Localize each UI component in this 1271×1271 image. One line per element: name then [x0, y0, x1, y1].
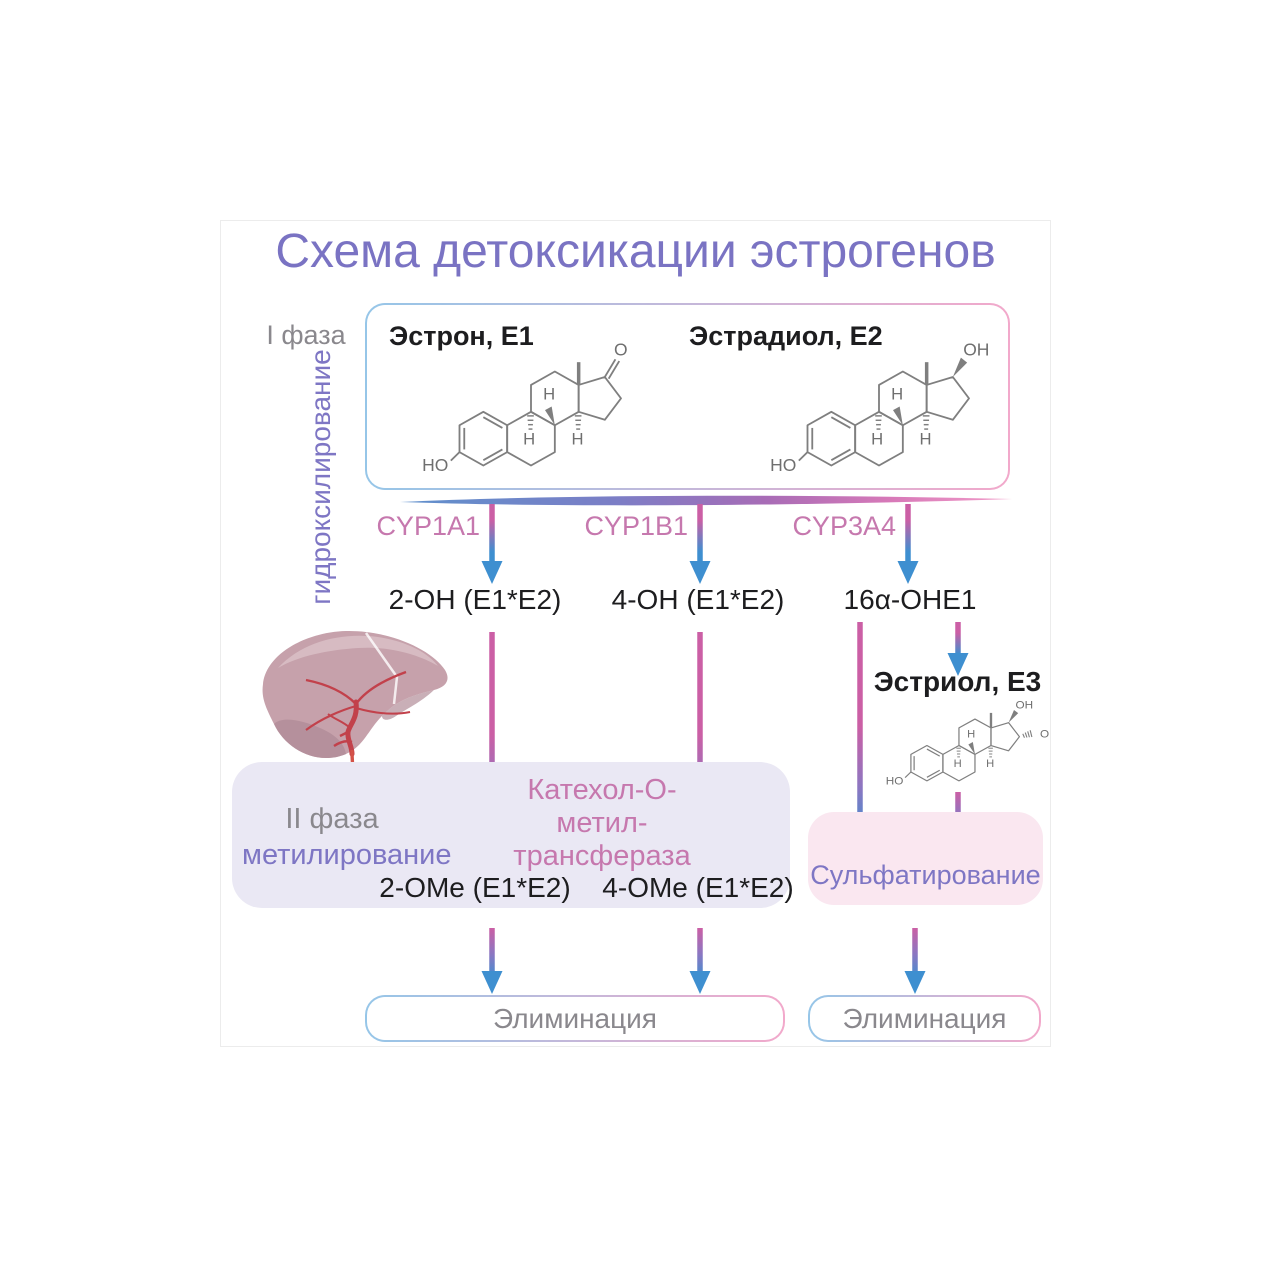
flow-arrow-head: [904, 971, 926, 994]
atom-label: H: [871, 431, 883, 449]
phase2-process-label: метилирование: [242, 839, 452, 871]
atom-label: OH: [1040, 729, 1049, 741]
flow-arrow-head: [689, 561, 711, 584]
comt-line2: метил-: [556, 807, 648, 839]
atom-label: H: [571, 431, 583, 449]
atom-label: HO: [886, 776, 904, 788]
comt-line3: трансфераза: [513, 840, 691, 872]
gradient-divider: [400, 495, 1012, 506]
enzyme-cyp1b1: CYP1B1: [584, 511, 688, 541]
phase2-label: II фаза: [285, 803, 379, 835]
metabolite-2oh: 2-OH (E1*E2): [388, 584, 562, 615]
atom-label: OH: [963, 341, 989, 360]
estrone-title: Эстрон, E1: [389, 321, 534, 351]
estradiol-structure: OH HO H H H: [770, 341, 989, 475]
metabolite-4oh: 4-OH (E1*E2): [611, 584, 785, 615]
estriol-title: Эстриол, E3: [873, 666, 1042, 697]
atom-label: H: [986, 758, 994, 770]
metabolite-16a-ohe1: 16α-OHE1: [843, 584, 977, 615]
estriol-structure: OH OH HO H H H: [886, 700, 1049, 788]
comt-line1: Катехол-О-: [527, 774, 677, 806]
page-title: Схема детоксикации эстрогенов: [275, 225, 996, 278]
atom-label: HO: [422, 455, 448, 475]
flow-arrow-head: [481, 561, 503, 584]
elimination-left-label: Элиминация: [367, 997, 783, 1040]
atom-label: OH: [1016, 700, 1034, 712]
flow-arrow-head: [689, 971, 711, 994]
comt-enzyme-label: Катехол-О- метил- трансфераза: [502, 774, 702, 873]
estradiol-title: Эстрадиол, E2: [689, 321, 883, 351]
estrone-structure: O HO H H H: [422, 341, 628, 475]
atom-label: H: [967, 729, 975, 741]
sulfation-box: Сульфатирование: [808, 812, 1043, 905]
atom-label: H: [891, 386, 903, 404]
phase1-label: I фаза: [266, 320, 346, 350]
flow-arrow-head: [947, 653, 969, 676]
enzyme-cyp3a4: CYP3A4: [792, 511, 896, 541]
elimination-box-right: Элиминация: [808, 995, 1041, 1042]
atom-label: O: [614, 341, 628, 360]
phase2-box: II фаза метилирование Катехол-О- метил- …: [232, 762, 794, 908]
elimination-right-label: Элиминация: [810, 997, 1039, 1040]
atom-label: H: [543, 386, 555, 404]
flow-arrow-head: [897, 561, 919, 584]
metabolite-2ome: 2-OMe (E1*E2): [379, 872, 571, 903]
elimination-box-left: Элиминация: [365, 995, 785, 1042]
atom-label: H: [919, 431, 931, 449]
atom-label: HO: [770, 455, 796, 475]
flow-arrow-head: [481, 971, 503, 994]
sulfation-label: Сульфатирование: [810, 860, 1041, 890]
phase1-substrates-box: Эстрон, E1 Эстрадиол, E2 O HO H H H OH HO H H H: [365, 303, 1010, 490]
atom-label: H: [523, 431, 535, 449]
phase1-process-label: гидроксилирование: [305, 349, 336, 605]
phase1-substrates-box-inner: Эстрон, E1 Эстрадиол, E2 O HO H H H OH HO H H H: [367, 305, 1008, 488]
metabolite-4ome: 4-OMe (E1*E2): [602, 872, 794, 903]
enzyme-cyp1a1: CYP1A1: [376, 511, 480, 541]
liver-illustration: [262, 630, 448, 778]
atom-label: H: [954, 758, 962, 770]
